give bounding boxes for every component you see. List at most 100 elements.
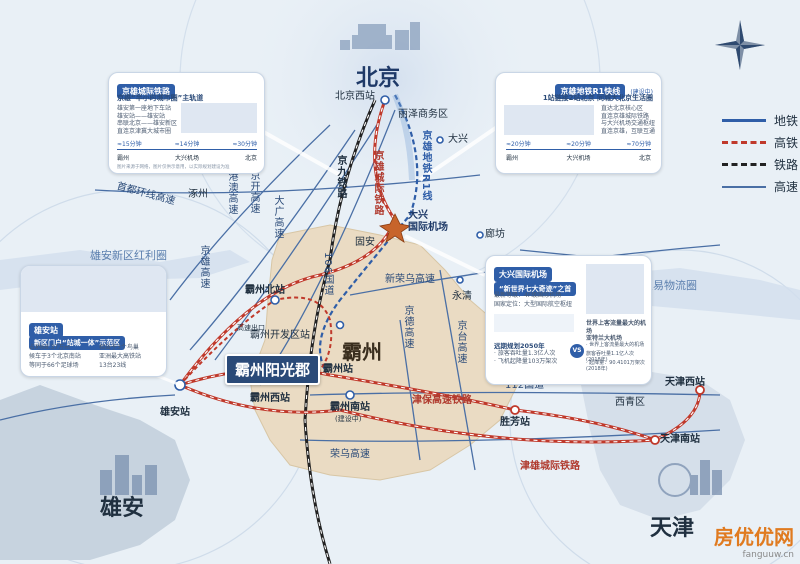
label-xiqing: 西青区 (615, 397, 645, 408)
tianjin-ring (509, 249, 800, 564)
panel-airport-line-2: 国家定位：大型国际航空枢纽 (494, 301, 573, 308)
panel-rail-station-image (181, 103, 257, 133)
label-bazhou-west: 霸州西站 (250, 393, 290, 404)
legend-swatch-metro (722, 119, 766, 122)
panel-xiongan-subtitle: 新区门户“站城一体”示范区 (29, 336, 126, 350)
label-bazhou-south: 霸州南站 (330, 402, 370, 413)
station-dot-bazhou-north[interactable] (270, 295, 280, 305)
panel-metro-title: 京雄地铁R1快线 (555, 84, 626, 99)
panel-metro-timeline (506, 149, 651, 150)
label-jinxiong-rail: 津雄城际铁路 (520, 461, 580, 472)
label-yongqing: 永清 (452, 291, 472, 302)
label-jingtai: 京台高速 (455, 320, 466, 364)
panel-airport-title: 大兴国际机场 (494, 267, 552, 282)
station-dot-bazhou-south[interactable] (345, 390, 355, 400)
panel-xiongan-station[interactable]: 雄安站 新区门户“站城一体”示范区 占地68.37万㎡ 相当于3个鸟巢 候车于3… (20, 265, 167, 377)
local-loop-rail (179, 296, 333, 386)
legend: 地铁 高铁 铁路 高速 (722, 112, 800, 212)
label-jingxiong-exp: 京雄高速 (198, 245, 209, 289)
label-jinggang: 京港澳高速 (226, 160, 237, 215)
station-dot-shengfang[interactable] (510, 405, 520, 415)
station-dot-tianjin-south[interactable] (650, 435, 660, 445)
label-tianjin-trade: 天津贸易物流圈 (620, 279, 697, 292)
brand-url: fanguuw.cn (742, 550, 794, 560)
highway-jingxiong (189, 129, 356, 351)
label-xiongan-red: 雄安新区红利圈 (90, 249, 167, 262)
legend-item-highway: 高速 (722, 178, 798, 195)
label-zhuozhou: 涿州 (188, 189, 208, 200)
legend-label-metro: 地铁 (774, 114, 799, 128)
panel-rail-desc: 雄安第一座地下车站 雄安站——雄安站 串联北京——雄安新区 直连京津冀大城市圈 (117, 105, 178, 135)
panel-jingxiong-rail[interactable]: 京雄城际铁路 京雄“半小时城市圈”主轨道 雄安第一座地下车站 雄安站——雄安站 … (108, 72, 265, 174)
brand-name: 房优优网 (714, 525, 794, 549)
panel-xiongan-stat-6: 13台23线 (99, 362, 127, 369)
panel-rail-stops: 霸州大兴机场北京 (117, 155, 257, 162)
label-bazhou-dev: 霸州开发区站 (250, 330, 310, 341)
panel-airport-compare-2: 旅客吞吐量1.1亿人次(2018年) (586, 351, 634, 364)
panel-airport-compare-1: · 世界上客流量最大的机场 (586, 342, 645, 348)
panel-metro-title-note: (建设中) (630, 89, 653, 96)
panel-xiongan-stat-5: 等同于66个足球场 (29, 362, 79, 369)
highway-jinggang (169, 124, 331, 301)
label-daxing: 大兴 (448, 134, 468, 145)
xiongan-region (0, 385, 190, 560)
panel-airport-compare-3: · 起降量：90.4101万架次(2018年) (586, 360, 645, 373)
city-xiongan: 雄安 (100, 496, 145, 521)
bazhou-region (249, 224, 521, 481)
panel-rail-title: 京雄城际铁路 (117, 84, 175, 99)
station-dot-beijing-west[interactable] (380, 95, 390, 105)
label-shengfang: 胜芳站 (500, 417, 530, 428)
highway-xiongan (0, 394, 176, 421)
metro-r1-glow (392, 93, 415, 181)
label-jingjiu-rail: 京九铁路 (335, 155, 346, 199)
legend-label-highway: 高速 (774, 180, 799, 194)
panel-airport-line-1: 最新等级：4F级国际机场 (494, 292, 562, 299)
legend-swatch-rail (722, 163, 766, 166)
label-g106: 106国道 (322, 252, 333, 297)
highway-jingtai (439, 269, 476, 471)
panel-rail-times: ≈15分钟≈14分钟≈30分钟 (117, 141, 257, 148)
highway-rongwu (299, 429, 721, 442)
project-marker[interactable]: 霸州阳光郡 (225, 354, 321, 385)
panel-xiongan-stat-3: 候车于3个北京南站 (29, 353, 81, 360)
station-dot-langfang[interactable] (476, 231, 484, 239)
label-gu-an: 固安 (355, 237, 375, 248)
label-g112: 112国道 (505, 380, 545, 391)
panel-xiongan-stat-2: 相当于3个鸟巢 (99, 344, 139, 351)
panel-daxing-airport[interactable]: 大兴国际机场 “新世界七大奇迹”之首 最新等级：4F级国际机场 国家定位：大型国… (485, 255, 652, 385)
highway-g112 (309, 391, 721, 396)
panel-airport-compare-title: 世界上客流量最大的机场 亚特兰大机场 (586, 320, 647, 342)
label-xinrongwu: 新荣乌高速 (385, 274, 435, 285)
station-dot-daxing[interactable] (436, 136, 444, 144)
panel-metro-times: ≈20分钟≈20分钟≈70分钟 (506, 141, 651, 148)
jinbao-hsr-dash (179, 368, 701, 441)
legend-item-metro: 地铁 (722, 112, 798, 129)
panel-metro-desc: 直达北京核心区 直连京雄城际铁路 与大兴机场交通枢纽 直连京雄，互联互通 (601, 105, 656, 135)
panel-metro-r1[interactable]: 京雄地铁R1快线 (建设中) 1站链接2站北京 同城大北京生活圈 直达北京核心区… (495, 72, 662, 174)
label-jingxiong-rail: 京雄城际铁路 (372, 150, 383, 216)
panel-airport-pointer (404, 234, 486, 277)
legend-item-hsr: 高铁 (722, 134, 798, 151)
panel-metro-train-image (504, 105, 594, 135)
station-dot-yongqing[interactable] (456, 276, 464, 284)
label-tianjin-south: 天津南站 (660, 434, 700, 445)
highway-daguang (214, 119, 381, 361)
panel-xiongan-stat-1: 占地68.37万㎡ (29, 344, 71, 351)
label-bazhou-north: 霸州北站 (245, 285, 285, 296)
station-dot-tianjin-west[interactable] (695, 385, 705, 395)
panel-airport-plan-1: · 旅客吞吐量1.3亿人次 (494, 350, 556, 357)
panel-rail-subtitle: 京雄“半小时城市圈”主轨道 (117, 94, 204, 102)
highway-capital-ring (94, 174, 481, 194)
legend-swatch-hsr (722, 141, 766, 144)
metro-r1-line (318, 94, 419, 371)
label-bazhou-main: 霸州站 (323, 364, 353, 375)
city-beijing: 北京 (356, 66, 401, 91)
legend-label-hsr: 高铁 (774, 136, 799, 150)
panel-airport-plan-title: 远期规划2050年 (494, 342, 545, 350)
label-rongwu: 荣乌高速 (330, 449, 370, 460)
tianjin-skyline (658, 460, 722, 497)
airport-icon[interactable] (378, 213, 412, 243)
station-dot-bazhou-dev[interactable] (335, 320, 345, 330)
legend-swatch-highway (722, 185, 766, 188)
panel-rail-pointer (259, 128, 341, 177)
